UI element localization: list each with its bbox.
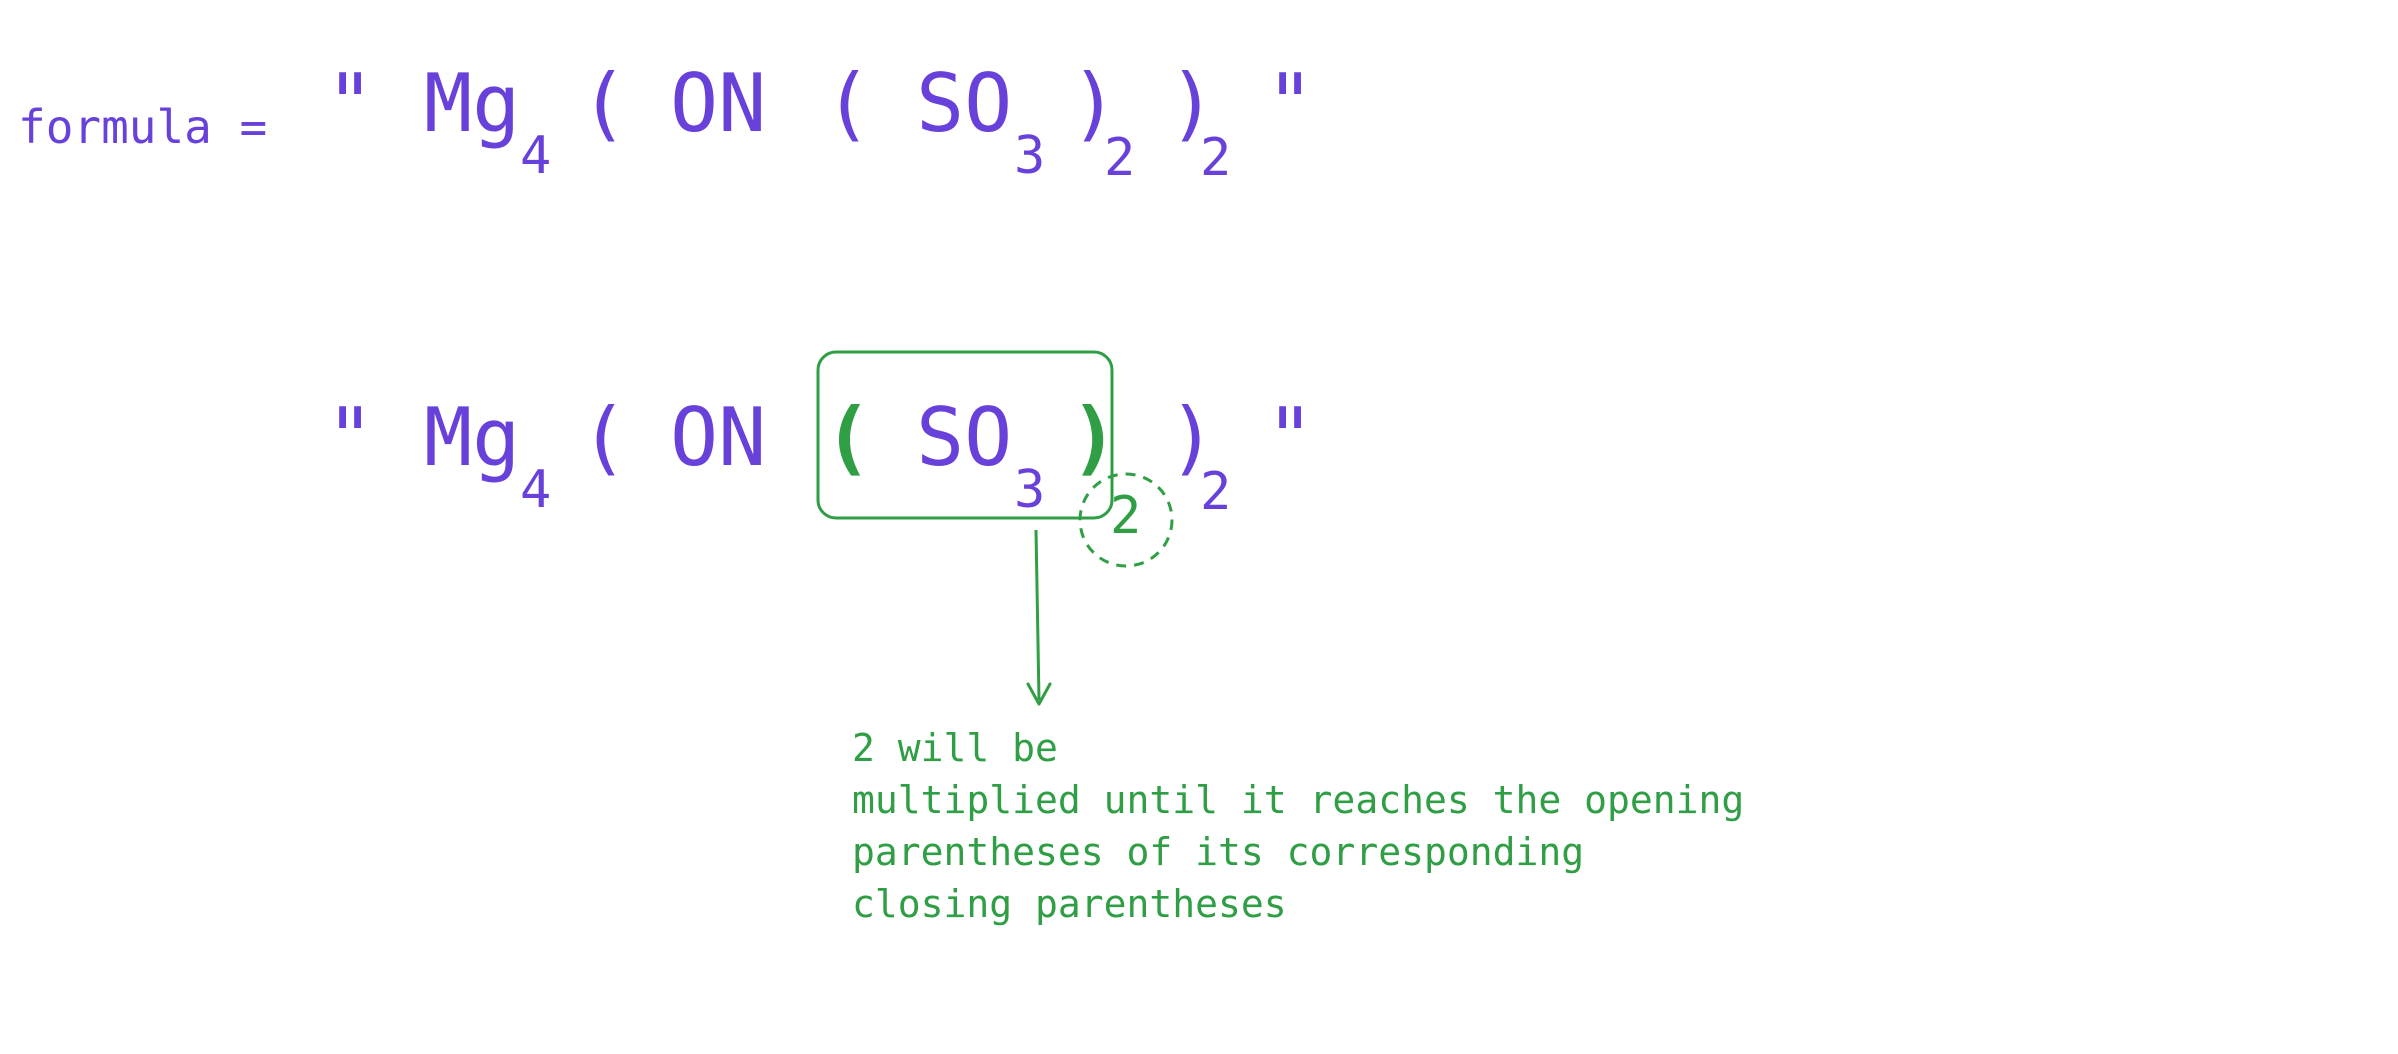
circled-multiplier: 2 — [1110, 486, 1142, 546]
note-line-3: parentheses of its corresponding — [852, 830, 1585, 874]
group-on: ON — [670, 57, 767, 150]
close-paren-inner: ) — [1070, 57, 1119, 150]
element-mg: Mg — [424, 57, 521, 150]
close-quote: " — [1266, 391, 1315, 484]
subscript-so: 3 — [1014, 126, 1046, 186]
note-line-4: closing parentheses — [852, 882, 1287, 926]
note-line-2: multiplied until it reaches the opening — [852, 778, 1745, 822]
arrow-line — [1034, 529, 1041, 701]
open-paren-inner: ( — [824, 57, 873, 150]
close-paren-outer: ) — [1168, 57, 1217, 150]
element-mg: Mg — [424, 391, 521, 484]
subscript-so: 3 — [1014, 460, 1046, 520]
close-quote: " — [1266, 57, 1315, 150]
formula-label: formula = — [18, 100, 268, 154]
group-on: ON — [670, 391, 767, 484]
open-quote: " — [326, 391, 375, 484]
close-paren-outer: ) — [1168, 391, 1217, 484]
arrow-head — [1026, 682, 1052, 706]
open-paren-outer: ( — [580, 57, 629, 150]
group-so: SO — [916, 57, 1013, 150]
highlight-box — [816, 350, 1114, 520]
subscript-mg: 4 — [520, 460, 552, 520]
subscript-mg: 4 — [520, 126, 552, 186]
close-paren-inner-highlighted: ) — [1070, 391, 1119, 484]
open-paren-inner-highlighted: ( — [824, 391, 873, 484]
explanation-note: 2 will be multiplied until it reaches the… — [852, 722, 1744, 930]
dashed-circle — [1078, 472, 1174, 568]
subscript-outer: 2 — [1200, 462, 1232, 522]
note-line-1: 2 will be — [852, 726, 1058, 770]
group-so: SO — [916, 391, 1013, 484]
subscript-outer: 2 — [1200, 128, 1232, 188]
subscript-inner: 2 — [1104, 128, 1136, 188]
open-quote: " — [326, 57, 375, 150]
open-paren-outer: ( — [580, 391, 629, 484]
